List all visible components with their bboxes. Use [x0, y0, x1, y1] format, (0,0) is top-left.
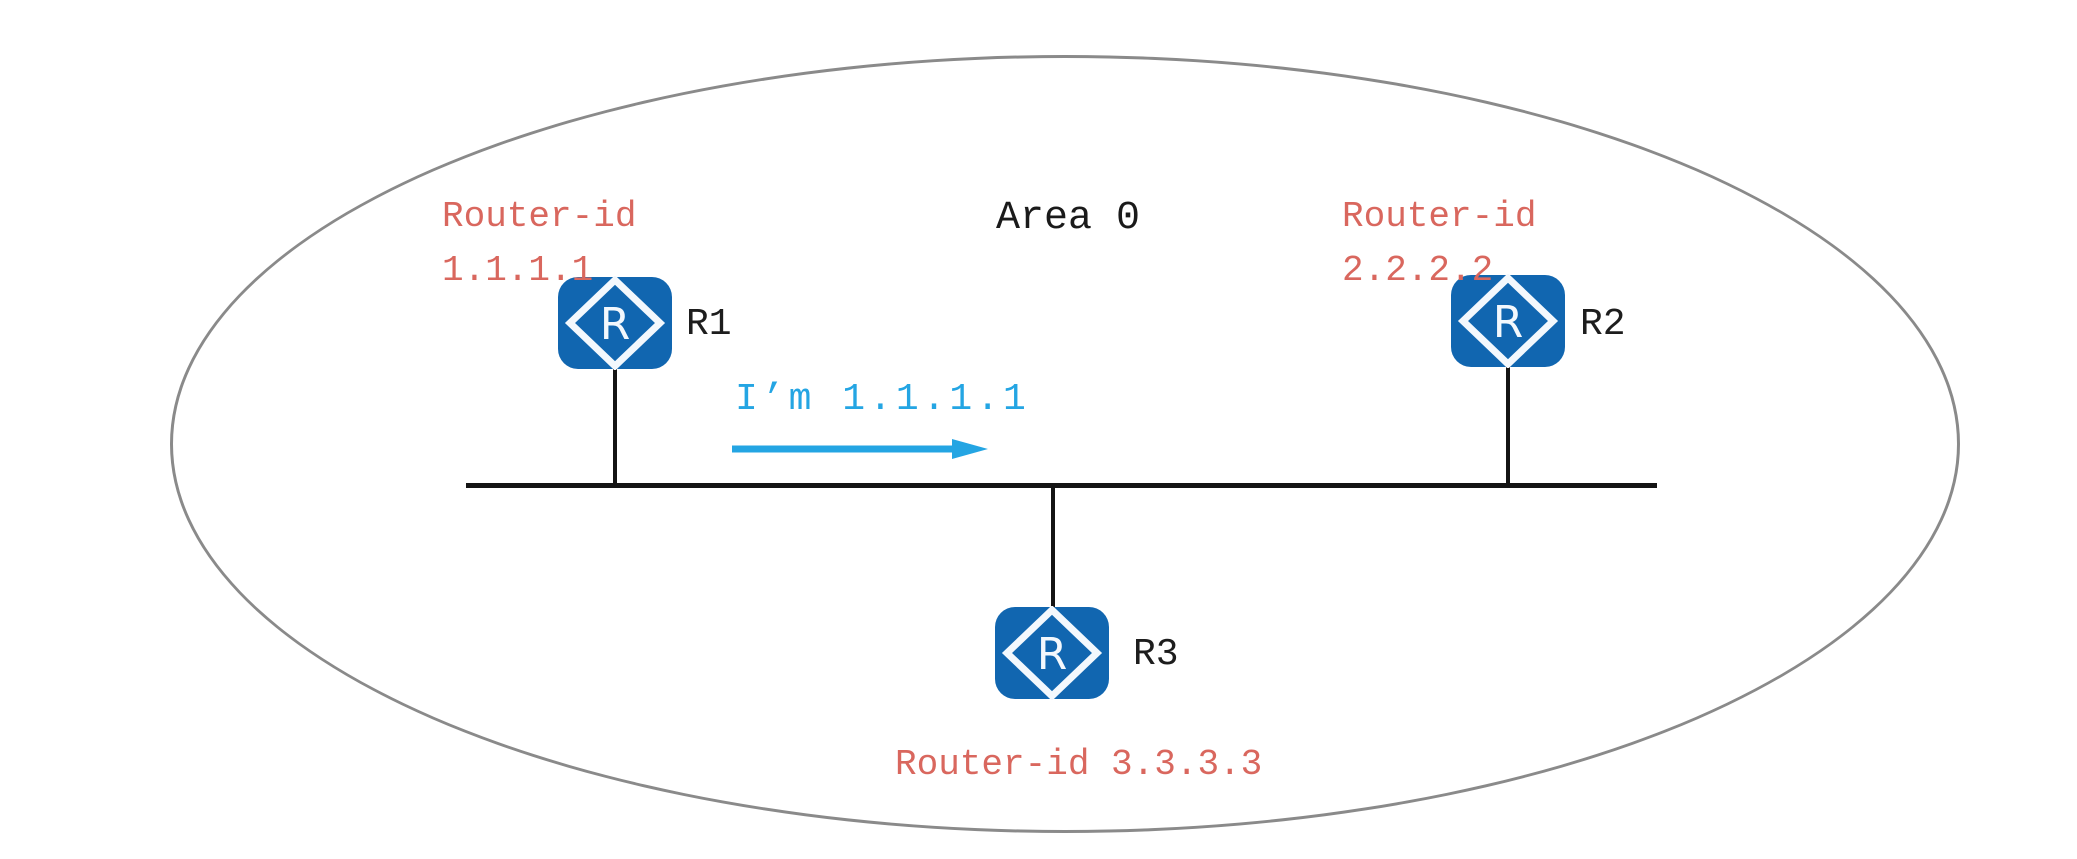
router-r2-icon: R: [1451, 274, 1565, 368]
router-glyph: R: [600, 299, 631, 350]
router-id-value: 1.1.1.1: [442, 250, 594, 291]
router-id-caption: Router-id: [442, 196, 637, 237]
area-boundary-ellipse: [170, 55, 1960, 833]
hello-arrow-icon: [732, 439, 988, 459]
link-r2-to-segment: [1506, 366, 1510, 486]
router-r1-id-label: Router-id 1.1.1.1: [442, 190, 636, 298]
router-r3-icon: R: [995, 606, 1109, 700]
network-segment-line: [466, 483, 1657, 488]
area-title: Area 0: [996, 196, 1141, 241]
router-r1-label: R1: [686, 303, 732, 346]
router-r1-icon: R: [558, 276, 672, 370]
router-id-caption: Router-id: [1342, 196, 1537, 237]
router-glyph: R: [1493, 297, 1524, 348]
router-r2-label: R2: [1580, 303, 1626, 346]
link-r1-to-segment: [613, 366, 617, 486]
hello-message-text: I’m 1.1.1.1: [735, 378, 1030, 421]
router-id-value: 2.2.2.2: [1342, 250, 1494, 291]
router-r3-label: R3: [1133, 633, 1179, 676]
router-r3-id-label: Router-id 3.3.3.3: [895, 744, 1263, 785]
link-r3-to-segment: [1051, 486, 1055, 609]
router-r2-id-label: Router-id 2.2.2.2: [1342, 190, 1536, 298]
router-glyph: R: [1037, 629, 1068, 680]
